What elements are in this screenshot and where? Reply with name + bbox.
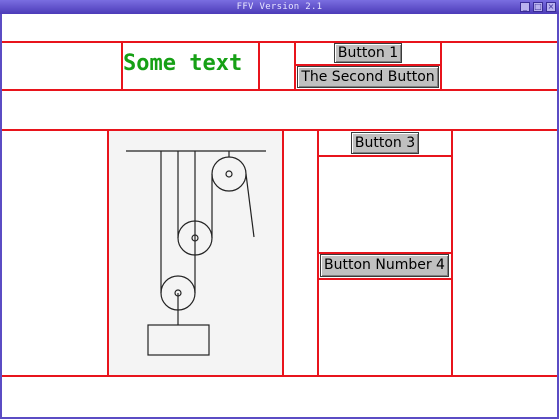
- grid-line-h2: [2, 89, 557, 91]
- grid-line-v-r1d: [440, 41, 442, 91]
- close-icon: ×: [547, 2, 555, 11]
- maximize-button[interactable]: □: [533, 2, 543, 12]
- button-number-4[interactable]: Button Number 4: [320, 254, 449, 277]
- grid-line-v-r1a: [121, 41, 123, 91]
- grid-line-v-r1b: [258, 41, 260, 91]
- grid-line-v-r1c: [294, 41, 296, 91]
- pulley-diagram: [109, 131, 282, 375]
- grid-line-h3: [2, 129, 557, 131]
- button-3[interactable]: Button 3: [351, 132, 419, 154]
- grid-line-h1: [2, 41, 557, 43]
- close-button[interactable]: ×: [546, 2, 556, 12]
- grid-line-h-r3a: [317, 155, 453, 157]
- minimize-icon: _: [523, 2, 527, 11]
- button-1[interactable]: Button 1: [334, 43, 402, 63]
- window-title: FFV Version 2.1: [236, 2, 323, 12]
- grid-line-v-r3a: [107, 129, 109, 377]
- grid-line-v-r3b: [282, 129, 284, 377]
- some-text-label: Some text: [123, 51, 243, 76]
- title-bar[interactable]: [0, 0, 559, 14]
- grid-line-h-buttons: [294, 64, 442, 66]
- grid-line-h-r3b: [317, 252, 453, 254]
- second-button[interactable]: The Second Button: [297, 66, 439, 88]
- pulley-system-icon: [126, 150, 266, 356]
- minimize-button[interactable]: _: [520, 2, 530, 12]
- grid-line-h4: [2, 375, 557, 377]
- maximize-icon: □: [534, 2, 542, 11]
- grid-line-h-r3c: [317, 278, 453, 280]
